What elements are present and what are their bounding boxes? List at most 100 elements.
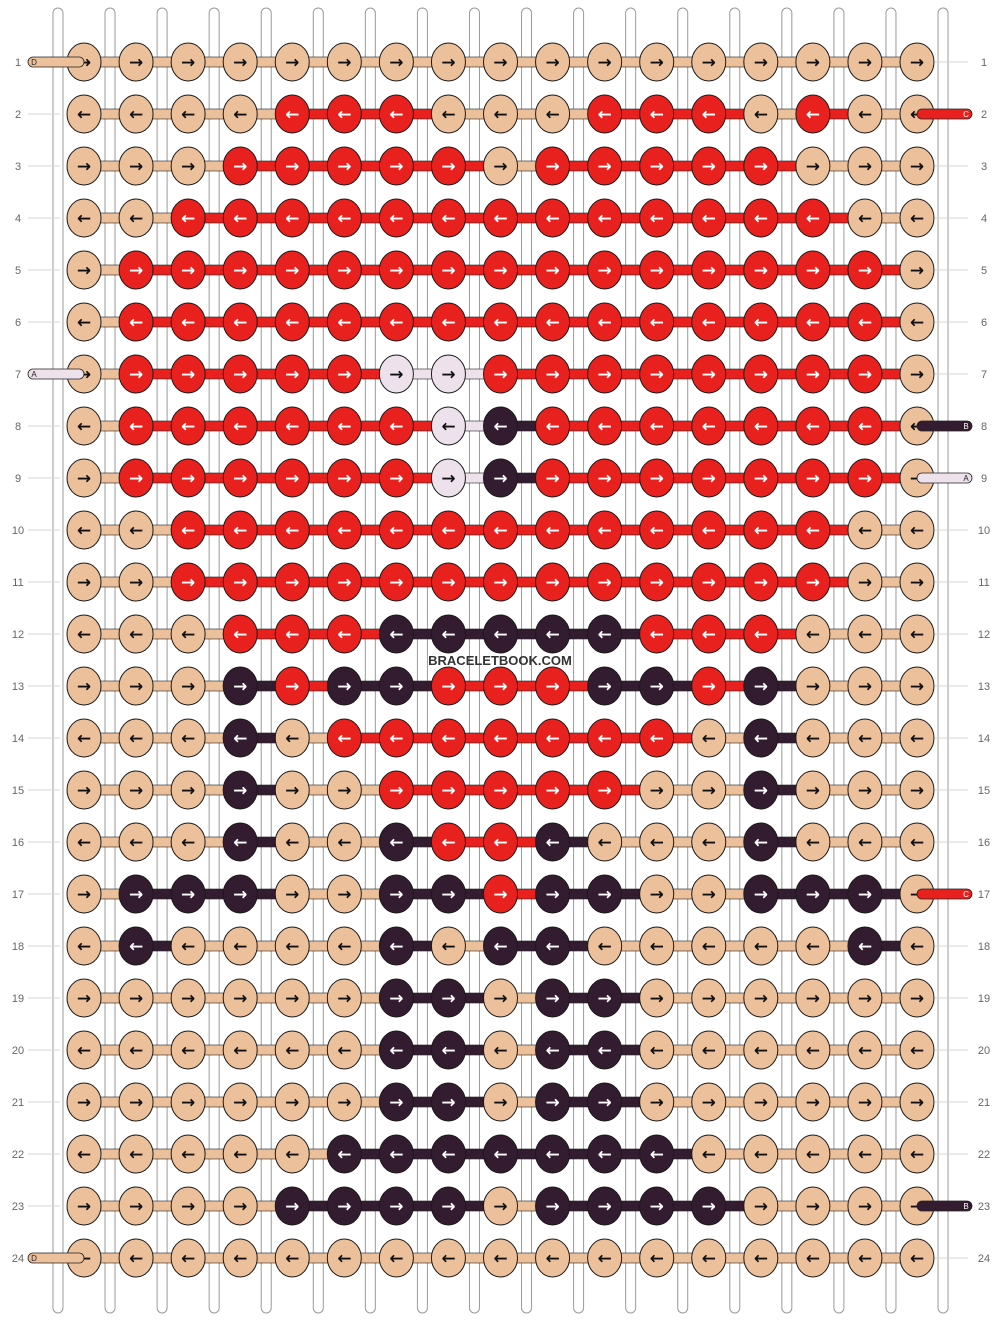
arrow-right-icon: → <box>598 261 612 281</box>
knot: → <box>483 354 518 394</box>
arrow-left-icon: ← <box>598 313 612 333</box>
arrow-left-icon: ← <box>650 209 664 229</box>
arrow-right-icon: → <box>181 781 195 801</box>
knot-shape <box>118 302 154 342</box>
arrow-right-icon: → <box>285 1093 299 1113</box>
knot: → <box>847 978 883 1018</box>
knot: → <box>743 1082 779 1122</box>
row-label-left: 3 <box>15 161 21 173</box>
knot-shape <box>899 666 935 706</box>
arrow-left-icon: ← <box>493 1145 507 1165</box>
knot-shape <box>66 146 102 186</box>
knot: → <box>795 770 831 810</box>
knot: → <box>170 250 206 290</box>
knot-shape <box>587 1238 623 1278</box>
row-label-left: 18 <box>12 941 24 953</box>
arrow-right-icon: → <box>806 53 820 73</box>
arrow-left-icon: ← <box>337 1041 351 1061</box>
arrow-right-icon: → <box>806 677 820 697</box>
knot: ← <box>274 614 310 654</box>
knot: ← <box>795 198 831 238</box>
arrow-right-icon: → <box>493 781 507 801</box>
knot-shape <box>170 458 206 498</box>
arrow-left-icon: ← <box>389 521 403 541</box>
knot-shape <box>795 562 831 602</box>
knot-shape <box>899 510 935 550</box>
arrow-left-icon: ← <box>754 833 768 853</box>
knot: ← <box>535 302 571 342</box>
arrow-right-icon: → <box>181 53 195 73</box>
arrow-left-icon: ← <box>441 209 455 229</box>
knot: → <box>743 354 779 394</box>
arrow-left-icon: ← <box>493 937 507 957</box>
knot-shape <box>587 1082 623 1122</box>
knot-shape <box>483 874 518 914</box>
arrow-left-icon: ← <box>233 313 247 333</box>
arrow-right-icon: → <box>910 365 924 385</box>
arrow-left-icon: ← <box>233 1249 247 1269</box>
knot-shape <box>170 406 206 446</box>
knot-shape <box>639 94 675 134</box>
knot-shape <box>378 770 414 810</box>
knot: ← <box>847 1134 883 1174</box>
knot-shape <box>170 302 206 342</box>
knot-shape <box>483 510 518 550</box>
knot: → <box>795 146 831 186</box>
knot-shape <box>899 302 935 342</box>
knot-shape <box>66 510 102 550</box>
knot-shape <box>483 822 518 862</box>
arrow-right-icon: → <box>285 989 299 1009</box>
knot-shape <box>743 770 779 810</box>
knot-shape <box>639 458 675 498</box>
arrow-left-icon: ← <box>910 937 924 957</box>
row-label-left: 8 <box>15 421 21 433</box>
knot-shape <box>430 822 466 862</box>
knot: → <box>587 146 623 186</box>
knot-shape <box>691 42 727 82</box>
knot: → <box>378 250 414 290</box>
row-label-right: 20 <box>978 1045 990 1057</box>
knot: ← <box>795 718 831 758</box>
knot-shape <box>743 42 779 82</box>
arrow-right-icon: → <box>493 1197 507 1217</box>
knot: → <box>483 770 518 810</box>
arrow-right-icon: → <box>233 573 247 593</box>
arrow-right-icon: → <box>129 469 143 489</box>
arrow-left-icon: ← <box>77 833 91 853</box>
knot: ← <box>326 926 362 966</box>
knot-shape <box>795 822 831 862</box>
thread-end-letter: D <box>31 58 37 67</box>
vertical-string <box>677 7 689 1314</box>
knot-shape <box>847 1238 883 1278</box>
knot-shape <box>483 354 518 394</box>
arrow-left-icon: ← <box>129 313 143 333</box>
arrow-right-icon: → <box>702 885 716 905</box>
row-label-left: 24 <box>12 1253 24 1265</box>
knot-shape <box>535 146 571 186</box>
arrow-right-icon: → <box>806 1093 820 1113</box>
knot: → <box>118 1082 154 1122</box>
knot-shape <box>222 562 258 602</box>
arrow-right-icon: → <box>858 157 872 177</box>
knot: ← <box>326 1030 362 1070</box>
knot: → <box>847 1082 883 1122</box>
arrow-left-icon: ← <box>389 833 403 853</box>
knot: → <box>587 770 623 810</box>
arrow-right-icon: → <box>285 365 299 385</box>
row-label-right: 12 <box>978 629 990 641</box>
arrow-right-icon: → <box>754 573 768 593</box>
knot: → <box>639 1186 675 1226</box>
row-label-right: 22 <box>978 1149 990 1161</box>
row-label-left: 19 <box>12 993 24 1005</box>
arrow-left-icon: ← <box>545 313 559 333</box>
arrow-left-icon: ← <box>441 625 455 645</box>
knot-shape <box>66 94 102 134</box>
arrow-left-icon: ← <box>129 625 143 645</box>
knot-shape <box>691 94 727 134</box>
knot: → <box>483 562 518 602</box>
row-label-right: 3 <box>981 161 987 173</box>
arrow-right-icon: → <box>545 365 559 385</box>
arrow-right-icon: → <box>598 677 612 697</box>
arrow-left-icon: ← <box>441 521 455 541</box>
knot: ← <box>743 198 779 238</box>
